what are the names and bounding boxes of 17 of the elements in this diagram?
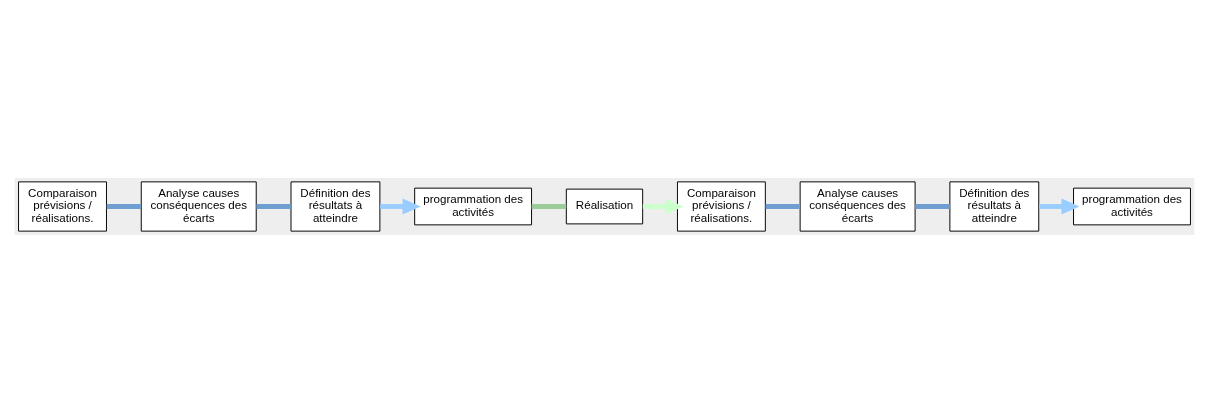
connector [531,203,567,209]
node-box: Comparaison prévisions / réalisations. [18,180,107,232]
connector [256,203,291,209]
arrow [1039,198,1080,214]
node-box: Réalisation [565,188,644,224]
node-box: Définition des résultats à atteindre [949,180,1040,232]
connector [765,203,800,209]
node-box: programmation des activités [1073,187,1191,225]
arrow [380,198,421,214]
connector [106,203,142,209]
arrow [642,198,684,214]
node-box: Analyse causes conséquences des écarts [799,180,916,232]
connector [915,203,950,209]
node-box: Comparaison prévisions / réalisations. [676,180,766,232]
node-box: Définition des résultats à atteindre [290,180,381,232]
node-box: Analyse causes conséquences des écarts [140,180,257,232]
node-box: programmation des activités [414,187,533,225]
